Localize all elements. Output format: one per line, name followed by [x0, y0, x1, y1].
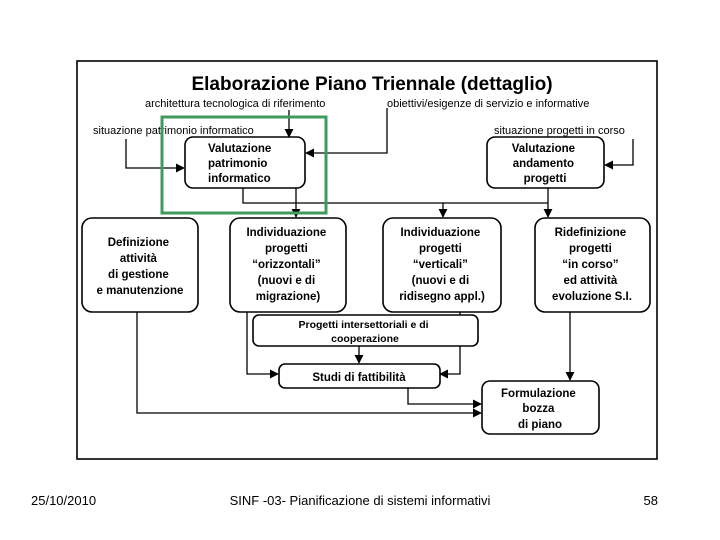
svg-text:Formulazione bozza: Formulazione bozza di piano	[501, 388, 579, 431]
box-valutazione-patrimonio: Valutazione patrimonio informatico	[184, 136, 306, 189]
svg-text:Individuazione progetti: Individuazione progetti “orizzontali” (n…	[246, 227, 329, 303]
box-fattibilita: Studi di fattibilità	[278, 363, 441, 389]
input-architettura: architettura tecnologica di riferimento	[145, 98, 325, 110]
footer-date: 25/10/2010	[31, 493, 97, 508]
box-formulazione: Formulazione bozza di piano	[481, 380, 600, 435]
footer-page: 58	[643, 493, 658, 508]
box-progetti-orizzontali: Individuazione progetti “orizzontali” (n…	[229, 217, 347, 313]
svg-text:Ridefinizione progetti: Ridefinizione progetti “in corso” ed att…	[552, 227, 632, 303]
highlight-rectangle	[160, 115, 328, 215]
diagram-title: Elaborazione Piano Triennale (dettaglio)	[191, 74, 552, 95]
arrow-definizione-formulazione	[136, 312, 482, 418]
svg-text:Valutazione andamento: Valutazione andamento progetti	[512, 143, 578, 185]
input-situazione-patrimonio: situazione patrimonio informatico	[93, 125, 254, 137]
arrow-valutazione-to-boxes	[242, 188, 548, 204]
input-situazione-progetti: situazione progetti in corso	[494, 125, 625, 137]
footer-course: SINF -03- Pianificazione di sistemi info…	[229, 493, 491, 508]
arrow-obiettivi	[305, 108, 388, 158]
arrow-fattibilita-formulazione	[407, 388, 482, 409]
svg-text:Progetti intersettoriali e di: Progetti intersettoriali e di cooperazio…	[298, 319, 431, 345]
svg-text:Valutazione patrimonio: Valutazione patrimonio informatico	[208, 143, 274, 185]
box-valutazione-andamento: Valutazione andamento progetti	[486, 136, 605, 189]
svg-text:Definizione attività: Definizione attività di gestione e manut…	[97, 237, 184, 297]
svg-text:Individuazione progetti: Individuazione progetti “verticali” (nuo…	[399, 227, 485, 303]
input-obiettivi: obiettivi/esigenze di servizio e informa…	[387, 98, 589, 110]
arrow-situazione-progetti	[604, 139, 634, 170]
box-intersettoriali: Progetti intersettoriali e di cooperazio…	[252, 314, 479, 347]
arrow-orizzontali-fattibilita	[246, 312, 279, 379]
box-ridefinizione: Ridefinizione progetti “in corso” ed att…	[534, 217, 651, 313]
svg-text:Studi di fattibilità: Studi di fattibilità	[312, 372, 406, 384]
box-definizione-attivita: Definizione attività di gestione e manut…	[81, 217, 199, 313]
box-progetti-verticali: Individuazione progetti “verticali” (nuo…	[382, 217, 502, 313]
arrow-situazione-patrimonio	[125, 139, 185, 173]
